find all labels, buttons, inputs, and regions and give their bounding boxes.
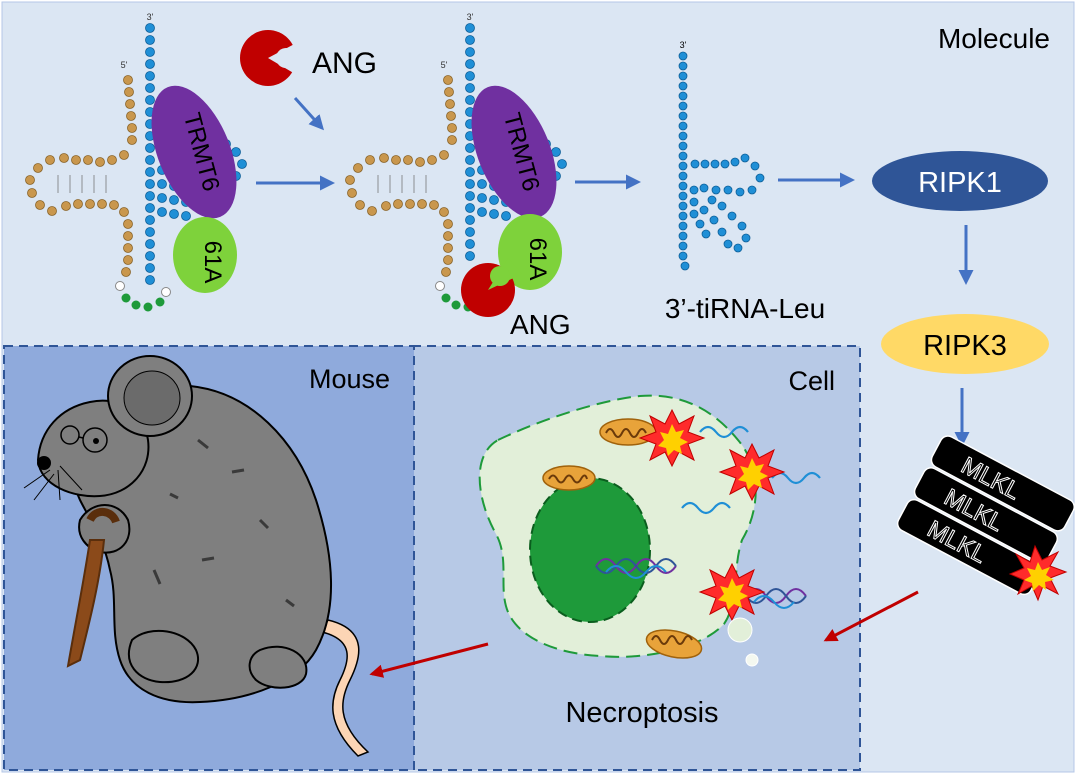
trmt61a-middle-label: 61A xyxy=(524,238,551,281)
burst-icon xyxy=(698,562,766,622)
tirna-label: 3’-tiRNA-Leu xyxy=(665,293,825,324)
mitochondrion-icon xyxy=(542,465,596,491)
mitochondrion-icon xyxy=(645,629,703,659)
trmt6-left: TRMT6 xyxy=(151,85,237,219)
whiskers xyxy=(23,465,83,501)
vesicle xyxy=(745,653,759,667)
nucleus xyxy=(529,477,651,623)
arrow-mlkl-to-cell xyxy=(823,590,919,642)
burst-icon xyxy=(718,442,786,502)
trmt61a-left-label: 61A xyxy=(199,241,226,284)
mouse-ear-inner xyxy=(123,370,181,426)
mouse-title: Mouse xyxy=(309,364,390,394)
necroptotic-cell xyxy=(478,394,821,667)
cell-title: Cell xyxy=(788,366,835,396)
mouse-foot xyxy=(127,629,199,684)
trna-middle-5prime: 5' xyxy=(441,60,448,70)
mouse-foot xyxy=(248,645,308,689)
mlkl-burst-core xyxy=(1024,562,1054,591)
ang-bottom-label: ANG xyxy=(510,309,571,340)
vesicle xyxy=(727,617,753,643)
aged-mouse-illustration xyxy=(23,355,370,757)
tail xyxy=(320,619,370,757)
necroptosis-label: Necroptosis xyxy=(565,697,718,729)
mouse-nose xyxy=(37,456,51,470)
trna-left-3prime: 3' xyxy=(147,12,154,22)
molecule-title: Molecule xyxy=(938,23,1050,54)
dna-icon xyxy=(595,558,677,579)
arrow-cell-to-mouse xyxy=(369,642,489,678)
fur-marks xyxy=(152,438,295,608)
arrow-ang-bind xyxy=(293,96,325,131)
ripk1-node: RIPK1 xyxy=(872,151,1048,211)
trna-left-5prime: 5' xyxy=(121,60,128,70)
ripk3-node: RIPK3 xyxy=(881,314,1049,374)
burst-icon xyxy=(638,408,706,468)
mouse-eye xyxy=(93,438,99,444)
ang-icon-top xyxy=(240,30,302,86)
glasses-icon xyxy=(82,427,108,453)
cane-icon xyxy=(66,539,106,668)
ripk3-label: RIPK3 xyxy=(923,330,1007,362)
glasses-icon-left xyxy=(60,425,80,445)
ripk1-label: RIPK1 xyxy=(918,167,1002,199)
tirna-structure: 3' xyxy=(678,40,765,271)
mlkl-oligomer: MLKL MLKL MLKL xyxy=(896,435,1075,596)
trna-middle-3prime: 3' xyxy=(467,12,474,22)
tirna-3prime: 3' xyxy=(680,40,687,50)
ang-icon-bound xyxy=(461,258,522,317)
trmt6-middle: TRMT6 xyxy=(471,85,557,219)
trmt61a-left: 61A xyxy=(173,217,237,293)
ang-top-label: ANG xyxy=(312,47,377,80)
